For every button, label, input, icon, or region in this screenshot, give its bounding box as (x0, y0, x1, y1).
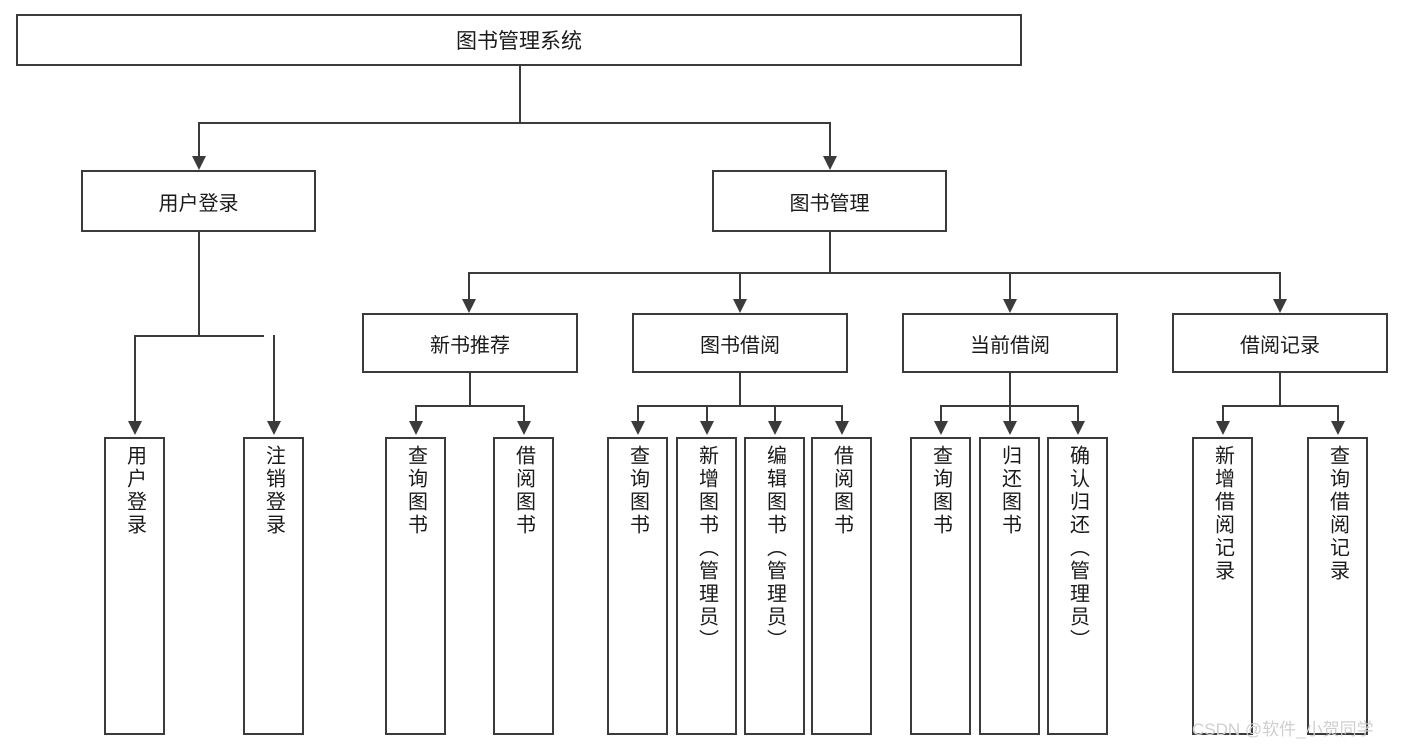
connector-book-borrow-branch-2 (706, 405, 708, 423)
connector-root-bar (198, 122, 830, 124)
leaf-user-login-login[interactable]: 用户登录 (104, 437, 165, 735)
leaf-current-borrow-return-book[interactable]: 归还图书 (979, 437, 1040, 735)
connector-user-login-bar (134, 335, 264, 337)
connector-root-to-book-management (829, 122, 831, 158)
node-borrow-record[interactable]: 借阅记录 (1172, 313, 1388, 373)
arrow-down-icon (1071, 421, 1085, 435)
arrow-down-icon (700, 421, 714, 435)
connector-new-book-stem (469, 373, 471, 405)
node-label: 查询图书 (404, 445, 427, 537)
connector-book-management-stem (829, 232, 831, 272)
connector-user-login-stem (198, 232, 200, 335)
connector-book-management-bar (468, 272, 1280, 274)
arrow-down-icon (1003, 299, 1017, 313)
connector-new-book-branch-1 (415, 405, 417, 423)
node-label: 确认归还（管理员） (1066, 445, 1089, 652)
connector-current-borrow-branch-2 (1009, 405, 1011, 423)
node-label: 借阅图书 (512, 445, 535, 537)
connector-to-current-borrow (1009, 272, 1011, 301)
connector-borrow-record-branch-2 (1337, 405, 1339, 423)
arrow-down-icon (1003, 421, 1017, 435)
node-book-borrow[interactable]: 图书借阅 (632, 313, 848, 373)
node-label: 归还图书 (998, 445, 1021, 537)
leaf-user-login-logout[interactable]: 注销登录 (243, 437, 304, 735)
node-root-book-management-system[interactable]: 图书管理系统 (16, 14, 1022, 66)
connector-borrow-record-branch-1 (1222, 405, 1224, 423)
connector-new-book-bar (415, 405, 525, 407)
node-label: 查询借阅记录 (1326, 445, 1349, 583)
node-book-management[interactable]: 图书管理 (712, 170, 947, 232)
node-label: 查询图书 (929, 445, 952, 537)
arrow-down-icon (1331, 421, 1345, 435)
node-label: 新增借阅记录 (1211, 445, 1234, 583)
leaf-new-book-borrow-book[interactable]: 借阅图书 (493, 437, 554, 735)
connector-root-stem (519, 66, 521, 122)
arrow-down-icon (934, 421, 948, 435)
connector-user-login-branch-2 (273, 335, 275, 423)
node-label: 注销登录 (262, 445, 285, 537)
connector-current-borrow-stem (1009, 373, 1011, 405)
leaf-borrow-record-add-record[interactable]: 新增借阅记录 (1192, 437, 1253, 735)
arrow-down-icon (733, 299, 747, 313)
node-label: 借阅图书 (830, 445, 853, 537)
arrow-down-icon (823, 156, 837, 170)
arrow-down-icon (462, 299, 476, 313)
node-label: 图书借阅 (700, 334, 780, 357)
arrow-down-icon (128, 421, 142, 435)
arrow-down-icon (267, 421, 281, 435)
connector-to-borrow-record (1279, 272, 1281, 301)
arrow-down-icon (631, 421, 645, 435)
node-label: 查询图书 (626, 445, 649, 537)
node-label: 编辑图书（管理员） (763, 445, 786, 652)
arrow-down-icon (768, 421, 782, 435)
leaf-new-book-query-book[interactable]: 查询图书 (385, 437, 446, 735)
arrow-down-icon (517, 421, 531, 435)
connector-new-book-branch-2 (523, 405, 525, 423)
arrow-down-icon (835, 421, 849, 435)
connector-root-to-user-login (198, 122, 200, 158)
leaf-book-borrow-add-book-admin[interactable]: 新增图书（管理员） (676, 437, 737, 735)
arrow-down-icon (409, 421, 423, 435)
connector-to-new-book (468, 272, 470, 301)
node-label: 新书推荐 (430, 334, 510, 357)
node-label: 用户登录 (158, 192, 239, 215)
leaf-book-borrow-edit-book-admin[interactable]: 编辑图书（管理员） (744, 437, 805, 735)
leaf-book-borrow-query-book[interactable]: 查询图书 (607, 437, 668, 735)
node-user-login[interactable]: 用户登录 (81, 170, 316, 232)
node-label: 用户登录 (123, 445, 146, 537)
node-label: 借阅记录 (1240, 334, 1320, 357)
node-label: 图书管理系统 (456, 30, 582, 53)
connector-book-borrow-branch-1 (637, 405, 639, 423)
leaf-borrow-record-query-record[interactable]: 查询借阅记录 (1307, 437, 1368, 735)
arrow-down-icon (1273, 299, 1287, 313)
connector-current-borrow-branch-1 (940, 405, 942, 423)
node-label: 新增图书（管理员） (695, 445, 718, 652)
connector-current-borrow-branch-3 (1077, 405, 1079, 423)
connector-book-borrow-bar (637, 405, 842, 407)
connector-book-borrow-stem (739, 373, 741, 405)
node-current-borrow[interactable]: 当前借阅 (902, 313, 1118, 373)
node-label: 当前借阅 (970, 334, 1050, 357)
connector-borrow-record-stem (1279, 373, 1281, 405)
connector-user-login-branch-1 (134, 335, 136, 423)
connector-borrow-record-bar (1222, 405, 1338, 407)
connector-book-borrow-branch-3 (774, 405, 776, 423)
node-new-book-recommendation[interactable]: 新书推荐 (362, 313, 578, 373)
leaf-current-borrow-query-book[interactable]: 查询图书 (910, 437, 971, 735)
arrow-down-icon (1216, 421, 1230, 435)
leaf-current-borrow-confirm-return-admin[interactable]: 确认归还（管理员） (1047, 437, 1108, 735)
node-label: 图书管理 (789, 192, 870, 215)
leaf-book-borrow-borrow-book[interactable]: 借阅图书 (811, 437, 872, 735)
connector-book-borrow-branch-4 (841, 405, 843, 423)
connector-to-book-borrow (739, 272, 741, 301)
arrow-down-icon (192, 156, 206, 170)
